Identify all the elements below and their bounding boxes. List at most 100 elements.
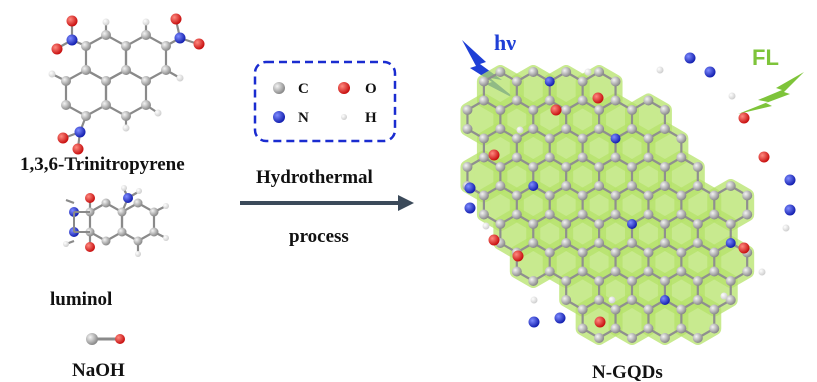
gqd-carbon-atom	[495, 219, 506, 229]
gqd-carbon-atom	[709, 323, 720, 334]
gqd-edge-atom	[482, 222, 490, 230]
gqd-carbon-atom	[561, 124, 572, 134]
gqd-carbon-atom	[561, 162, 572, 172]
gqd-edge-atom	[738, 242, 750, 254]
gqd-carbon-atom	[627, 295, 637, 305]
gqd-carbon-atom	[544, 266, 555, 277]
gqd-carbon-atom	[659, 219, 670, 229]
gqd-carbon-atom	[610, 247, 621, 258]
gqd-carbon-atom	[528, 276, 539, 286]
gqd-carbon-atom	[594, 295, 605, 305]
gqd-carbon-atom	[577, 323, 588, 334]
gqd-edge-atom	[758, 151, 770, 163]
gqd-carbon-atom	[594, 276, 605, 286]
naoh-molecule	[86, 333, 125, 345]
gqd-edge-atom	[488, 149, 500, 161]
gqd-carbon-atom	[742, 266, 753, 277]
gqd-carbon-atom	[577, 152, 588, 163]
gqd-carbon-atom	[511, 95, 522, 106]
gqd-carbon-atom	[692, 295, 703, 305]
luminol-molecule	[65, 188, 167, 253]
gqd-carbon-atom	[676, 190, 687, 201]
gqd-carbon-atom	[594, 162, 605, 172]
product-label: N-GQDs	[592, 362, 663, 382]
gqd-carbon-atom	[676, 304, 687, 315]
gqd-carbon-atom	[561, 219, 572, 229]
gqd-carbon-atom	[478, 95, 489, 106]
gqd-carbon-atom	[627, 333, 637, 343]
gqd-carbon-atom	[495, 105, 506, 115]
gqd-carbon-atom	[511, 76, 522, 87]
gqd-edge-atom	[728, 92, 736, 100]
gqd-carbon-atom	[577, 76, 588, 87]
gqd-carbon-atom	[528, 238, 539, 248]
gqd-carbon-atom	[659, 181, 670, 191]
gqd-carbon-atom	[643, 133, 654, 144]
gqd-carbon-atom	[643, 266, 654, 277]
gqd-carbon-atom	[610, 209, 621, 220]
gqd-nitrogen-atom	[610, 133, 621, 144]
gqd-carbon-atom	[692, 162, 703, 172]
reaction-arrow	[240, 195, 414, 211]
gqd-carbon-atom	[478, 209, 489, 220]
gqd-carbon-atom	[659, 124, 670, 134]
gqd-edge-atom	[530, 296, 538, 304]
gqd-carbon-atom	[544, 247, 555, 258]
gqd-carbon-atom	[478, 133, 489, 144]
gqd-carbon-atom	[692, 333, 703, 343]
legend-label-o: O	[365, 81, 377, 97]
gqd-carbon-atom	[676, 133, 687, 144]
gqd-carbon-atom	[610, 304, 621, 315]
gqd-edge-atom	[464, 202, 476, 214]
gqd-carbon-atom	[709, 266, 720, 277]
gqd-edge-atom	[584, 68, 592, 76]
gqd-edge-atom	[784, 174, 796, 186]
gqd-carbon-atom	[610, 266, 621, 277]
gqd-carbon-atom	[627, 181, 637, 191]
gqd-carbon-atom	[528, 105, 539, 115]
gqd-carbon-atom	[725, 276, 736, 286]
gqd-edge-atom	[512, 250, 524, 262]
gqd-carbon-atom	[610, 190, 621, 201]
excitation-lightning-icon	[462, 40, 517, 100]
gqd-glow	[460, 65, 755, 345]
gqd-carbon-atom	[561, 181, 572, 191]
gqd-carbon-atom	[692, 276, 703, 286]
carbon-legend-dot	[273, 82, 285, 94]
gqd-carbon-atom	[627, 105, 637, 115]
gqd-edge-atom	[528, 316, 540, 328]
naoh-label: NaOH	[72, 360, 125, 381]
gqd-carbon-atom	[676, 209, 687, 220]
gqd-carbon-atom	[561, 238, 572, 248]
luminol-label: luminol	[50, 289, 112, 310]
gqd-carbon-atom	[676, 266, 687, 277]
hydrothermal-label: Hydrothermal	[256, 167, 373, 188]
gqd-nitrogen-atom	[659, 295, 670, 305]
gqd-carbon-atom	[528, 219, 539, 229]
gqd-carbon-atom	[643, 304, 654, 315]
gqd-carbon-atom	[676, 323, 687, 334]
gqd-carbon-atom	[709, 209, 720, 220]
gqd-carbon-atom	[643, 95, 654, 106]
legend-label-n: N	[298, 110, 309, 126]
gqd-carbon-atom	[495, 124, 506, 134]
gqd-carbon-atom	[594, 124, 605, 134]
gqd-carbon-atom	[577, 190, 588, 201]
gqd-carbon-atom	[495, 162, 506, 172]
gqd-carbon-atom	[544, 95, 555, 106]
gqd-carbon-atom	[676, 152, 687, 163]
gqd-edge-atom	[592, 92, 604, 104]
gqd-carbon-atom	[709, 247, 720, 258]
gqd-carbon-atom	[495, 67, 506, 77]
gqd-carbon-atom	[692, 181, 703, 191]
gqd-carbon-atom	[495, 181, 506, 191]
gqd-edge-atom	[758, 268, 766, 276]
gqd-carbon-atom	[643, 209, 654, 220]
gqd-carbon-atom	[577, 133, 588, 144]
gqd-edge-atom	[608, 296, 616, 304]
gqd-carbon-atom	[709, 190, 720, 201]
gqd-carbon-atom	[643, 152, 654, 163]
gqd-carbon-atom	[692, 238, 703, 248]
gqd-carbon-atom	[627, 162, 637, 172]
